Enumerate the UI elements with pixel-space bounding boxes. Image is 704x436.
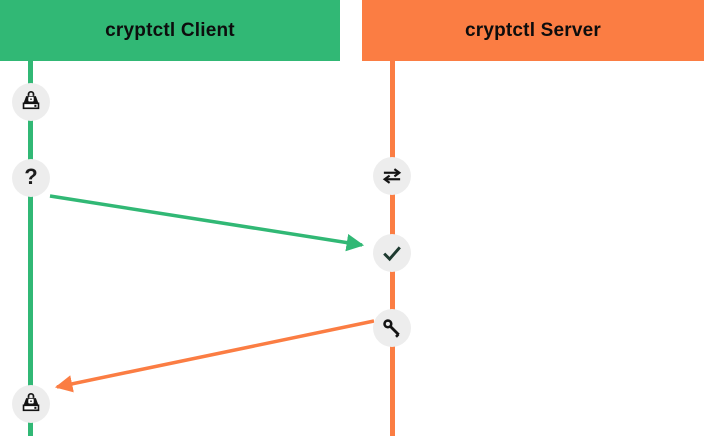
question-icon: ?	[24, 164, 38, 189]
server-header: cryptctl Server	[362, 0, 704, 61]
encrypted-drive-icon	[22, 392, 40, 412]
client-lifeline	[28, 61, 33, 436]
check-icon	[383, 246, 401, 262]
server-exchange-node	[373, 157, 411, 195]
server-key-node	[373, 309, 411, 347]
client-question-node: ?	[12, 159, 50, 197]
server-check-node	[373, 234, 411, 272]
transfer-arrows-icon	[382, 168, 402, 184]
response-arrow	[54, 319, 375, 393]
client-header-label: cryptctl Client	[105, 19, 235, 41]
request-arrow	[49, 194, 365, 252]
client-encrypted-disk-node	[12, 83, 50, 121]
encrypted-drive-icon	[22, 90, 40, 110]
server-header-label: cryptctl Server	[464, 19, 602, 41]
key-icon	[383, 319, 400, 338]
client-header: cryptctl Client	[0, 0, 340, 61]
client-encrypted-disk-node-bottom	[12, 385, 50, 423]
